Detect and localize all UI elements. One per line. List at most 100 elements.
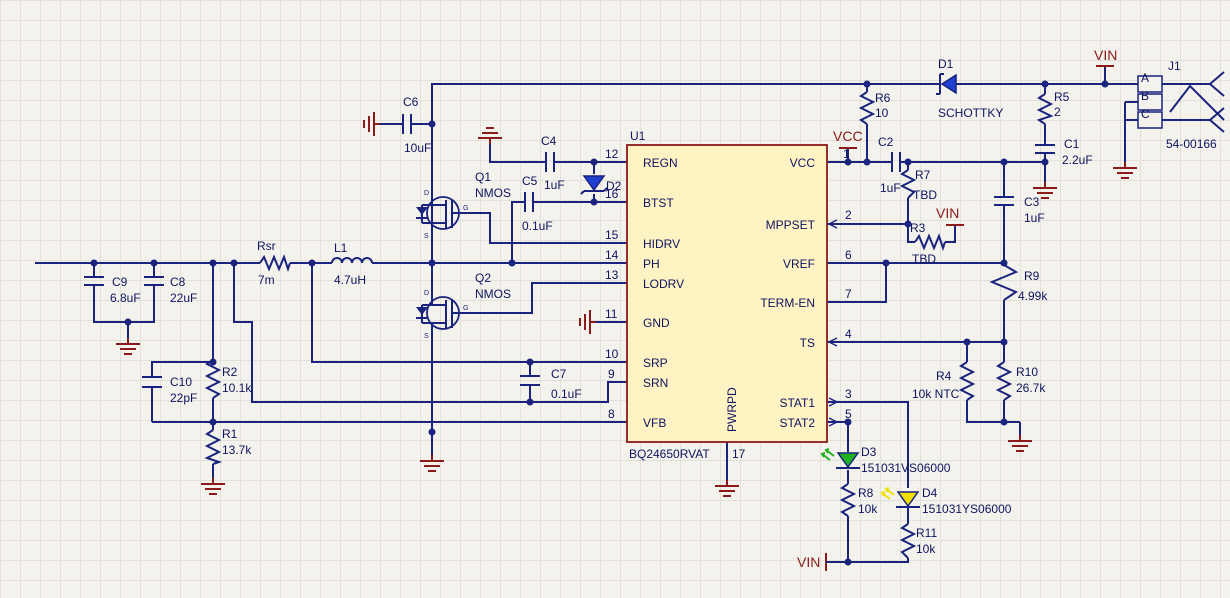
capacitor-c8[interactable]: C8 22uF xyxy=(144,275,197,305)
svg-text:D: D xyxy=(424,190,429,197)
diode-d2[interactable]: D2 xyxy=(580,175,622,195)
svg-text:13: 13 xyxy=(605,268,619,282)
resistor-r1[interactable]: R1 13.7k xyxy=(204,427,252,465)
svg-text:S: S xyxy=(424,333,429,340)
svg-text:4: 4 xyxy=(845,327,852,341)
resistor-rsr[interactable]: Rsr 7m xyxy=(257,239,291,287)
svg-text:12: 12 xyxy=(605,147,619,161)
svg-text:D4: D4 xyxy=(922,486,938,500)
resistor-r10[interactable]: R10 26.7k xyxy=(995,361,1046,401)
svg-text:13.7k: 13.7k xyxy=(222,443,252,457)
resistor-r4[interactable]: R4 10k NTC xyxy=(912,361,976,401)
resistor-r6[interactable]: R6 10 xyxy=(858,91,891,125)
mosfet-q1[interactable]: D S G Q1 NMOS xyxy=(416,170,511,240)
capacitor-c10[interactable]: C10 22pF xyxy=(142,375,197,405)
c6-ref: C6 xyxy=(403,95,419,109)
capacitor-c7[interactable]: C7 0.1uF xyxy=(520,367,582,401)
svg-text:C1: C1 xyxy=(1064,137,1080,151)
svg-text:SRN: SRN xyxy=(643,376,668,390)
svg-text:54-00166: 54-00166 xyxy=(1166,137,1217,151)
svg-text:R8: R8 xyxy=(858,486,874,500)
resistor-r8[interactable]: R8 10k xyxy=(839,483,878,517)
ic-u1[interactable]: U1 BQ24650RVAT 12 REGN 16 BTST 15 HIDRV … xyxy=(605,129,852,461)
net-vin-r3: VIN xyxy=(936,205,964,226)
svg-text:Q1: Q1 xyxy=(475,170,491,184)
led-d4[interactable]: D4 151031YS06000 xyxy=(880,486,1012,516)
svg-text:VIN: VIN xyxy=(936,205,959,221)
svg-text:VFB: VFB xyxy=(643,416,666,430)
svg-text:2.2uF: 2.2uF xyxy=(1062,153,1093,167)
svg-text:VIN: VIN xyxy=(797,554,820,570)
svg-text:2: 2 xyxy=(845,208,852,222)
inductor-l1[interactable]: L1 4.7uH xyxy=(331,241,373,287)
capacitor-c3[interactable]: C3 1uF xyxy=(994,195,1045,225)
svg-text:4.99k: 4.99k xyxy=(1018,289,1048,303)
capacitor-c9[interactable]: C9 6.8uF xyxy=(84,275,141,305)
svg-text:1uF: 1uF xyxy=(1024,211,1045,225)
svg-text:22uF: 22uF xyxy=(170,291,197,305)
svg-text:G: G xyxy=(463,205,468,212)
capacitor-c4[interactable]: C4 1uF xyxy=(541,134,565,192)
capacitor-c6[interactable]: C6 10uF xyxy=(380,95,431,155)
wires xyxy=(35,66,1160,563)
svg-text:A: A xyxy=(1141,71,1149,85)
svg-text:VREF: VREF xyxy=(783,257,815,271)
svg-text:R5: R5 xyxy=(1054,90,1070,104)
capacitor-c2[interactable]: C2 1uF xyxy=(878,135,908,195)
svg-text:C7: C7 xyxy=(551,367,567,381)
svg-text:VCC: VCC xyxy=(790,156,816,170)
svg-text:R9: R9 xyxy=(1024,269,1040,283)
svg-text:6: 6 xyxy=(845,248,852,262)
svg-text:REGN: REGN xyxy=(643,156,678,170)
svg-text:GND: GND xyxy=(643,316,670,330)
svg-text:C10: C10 xyxy=(170,375,192,389)
svg-text:R1: R1 xyxy=(222,427,238,441)
resistor-r7[interactable]: R7 TBD xyxy=(899,168,937,202)
svg-text:26.7k: 26.7k xyxy=(1016,381,1046,395)
svg-text:VIN: VIN xyxy=(1094,47,1117,63)
svg-text:R11: R11 xyxy=(916,526,937,540)
svg-text:3: 3 xyxy=(845,387,852,401)
svg-text:S: S xyxy=(424,233,429,240)
mosfet-q2[interactable]: D S G Q2 NMOS xyxy=(416,271,511,340)
connector-j1[interactable]: J1 A B C 54-00166 xyxy=(1137,59,1225,151)
diode-d1[interactable]: D1 SCHOTTKY xyxy=(935,57,1003,120)
ic-left-pins: 12 REGN 16 BTST 15 HIDRV 14 PH 13 LODRV … xyxy=(605,147,684,430)
resistor-r5[interactable]: R5 2 xyxy=(1036,90,1070,125)
ic-part: BQ24650RVAT xyxy=(629,447,710,461)
svg-text:SRP: SRP xyxy=(643,356,668,370)
svg-text:C3: C3 xyxy=(1024,195,1040,209)
svg-text:TS: TS xyxy=(800,336,815,350)
svg-text:SCHOTTKY: SCHOTTKY xyxy=(938,106,1003,120)
led-d3[interactable]: D3 151031VS06000 xyxy=(820,445,951,475)
svg-text:7m: 7m xyxy=(258,273,275,287)
resistor-r9[interactable]: R9 4.99k xyxy=(989,264,1048,303)
svg-text:151031VS06000: 151031VS06000 xyxy=(861,461,951,475)
svg-text:10k: 10k xyxy=(916,542,936,556)
svg-text:R7: R7 xyxy=(915,168,931,182)
svg-text:STAT2: STAT2 xyxy=(779,416,815,430)
svg-text:0.1uF: 0.1uF xyxy=(551,387,582,401)
svg-text:R2: R2 xyxy=(222,365,238,379)
svg-text:6.8uF: 6.8uF xyxy=(110,291,141,305)
svg-text:TBD: TBD xyxy=(912,252,936,266)
capacitor-c1[interactable]: C1 2.2uF xyxy=(1035,137,1093,167)
svg-text:10: 10 xyxy=(875,106,889,120)
svg-text:C8: C8 xyxy=(170,275,186,289)
net-vcc: VCC xyxy=(833,128,863,149)
resistor-r11[interactable]: R11 10k xyxy=(899,523,937,559)
svg-text:STAT1: STAT1 xyxy=(779,396,815,410)
junction-dots xyxy=(90,80,1109,566)
capacitor-c5[interactable]: C5 0.1uF xyxy=(522,174,553,233)
svg-text:TBD: TBD xyxy=(913,188,937,202)
svg-text:G: G xyxy=(463,305,468,312)
net-vin-bottom: VIN xyxy=(797,553,848,571)
svg-text:151031YS06000: 151031YS06000 xyxy=(922,502,1012,516)
svg-text:Q2: Q2 xyxy=(475,271,491,285)
svg-text:22pF: 22pF xyxy=(170,391,197,405)
svg-text:HIDRV: HIDRV xyxy=(643,237,680,251)
svg-text:8: 8 xyxy=(608,407,615,421)
resistor-r3[interactable]: R3 TBD xyxy=(910,221,946,266)
resistor-r2[interactable]: R2 10.1k xyxy=(204,359,252,399)
svg-text:14: 14 xyxy=(605,248,619,262)
